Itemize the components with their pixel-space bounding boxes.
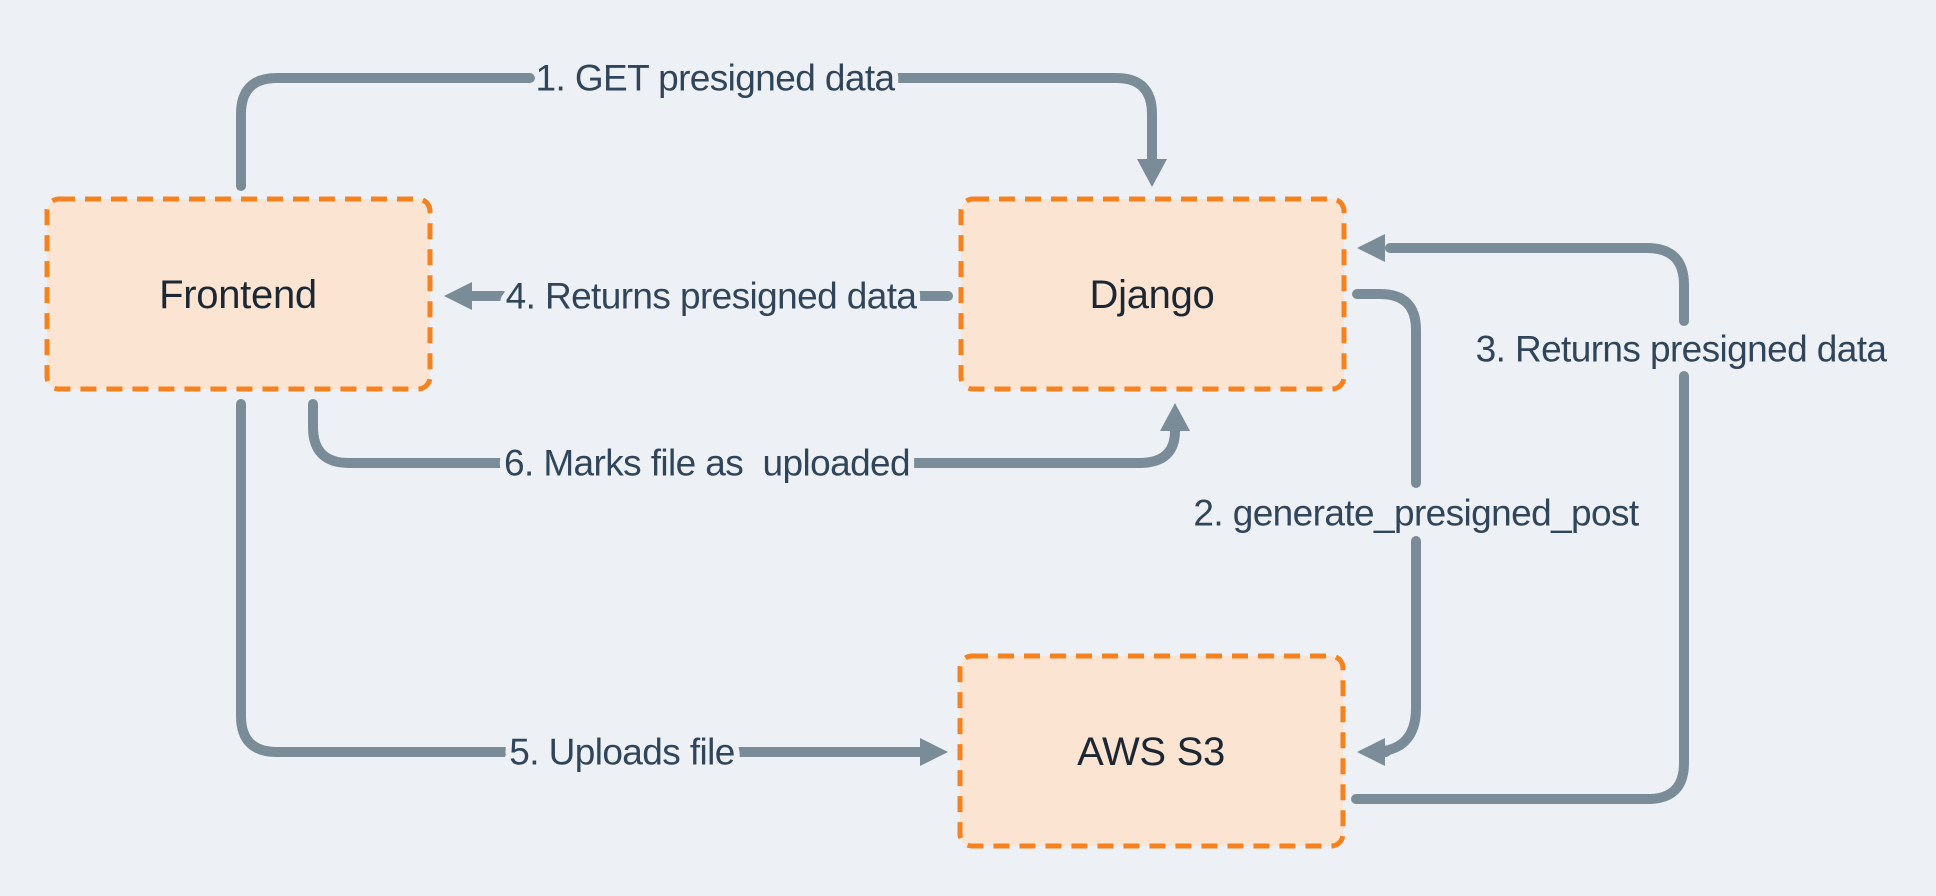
- edge-6-segment-right: [906, 426, 1180, 468]
- edge-1-segment-right: [888, 73, 1157, 164]
- edge-5-arrowhead-right-icon: [920, 738, 948, 766]
- edge-6-label: 6. Marks file as uploaded: [504, 443, 910, 484]
- node-django: Django: [958, 196, 1347, 392]
- edge-4-returns-presigned-data: 4. Returns presigned data: [444, 270, 953, 323]
- edge-6-segment-left: [308, 399, 507, 468]
- edge-6-arrowhead-up-icon: [1160, 403, 1190, 431]
- aws-s3-box: [957, 653, 1346, 849]
- django-label: Django: [1090, 273, 1215, 317]
- node-frontend: Frontend: [44, 196, 433, 392]
- node-aws-s3: AWS S3: [957, 653, 1346, 849]
- edge-1-arrowhead-down-icon: [1137, 159, 1167, 187]
- edge-1-get-presigned-data: 1. GET presigned data: [236, 52, 1167, 191]
- edge-2-segment-bottom: [1371, 536, 1421, 757]
- edge-1-segment-left: [236, 73, 535, 191]
- edge-2-label: 2. generate_presigned_post: [1193, 493, 1640, 534]
- edge-2-arrowhead-left-icon: [1357, 738, 1385, 766]
- django-box: [958, 196, 1347, 392]
- edge-3-arrowhead-left-icon: [1357, 234, 1385, 262]
- aws-s3-label: AWS S3: [1077, 730, 1225, 774]
- edge-6-marks-file-uploaded: 6. Marks file as uploaded: [308, 399, 1190, 490]
- edge-5-segment-left: [236, 399, 510, 757]
- edge-1-label: 1. GET presigned data: [535, 58, 895, 99]
- edge-2-generate-presigned-post: 2. generate_presigned_post: [1187, 289, 1647, 766]
- edge-2-segment-top: [1352, 289, 1421, 488]
- edge-4-arrowhead-left-icon: [444, 282, 472, 310]
- edge-3-label: 3. Returns presigned data: [1476, 329, 1888, 370]
- frontend-box: [44, 196, 433, 392]
- edge-5-label: 5. Uploads file: [509, 732, 734, 773]
- edge-3-segment-top: [1385, 243, 1689, 326]
- edge-5-uploads-file: 5. Uploads file: [236, 399, 948, 779]
- edge-4-label: 4. Returns presigned data: [506, 276, 918, 317]
- edge-3-returns-presigned-data: 3. Returns presigned data: [1351, 234, 1894, 804]
- edge-3-segment-bottom: [1351, 371, 1689, 804]
- frontend-label: Frontend: [159, 273, 317, 317]
